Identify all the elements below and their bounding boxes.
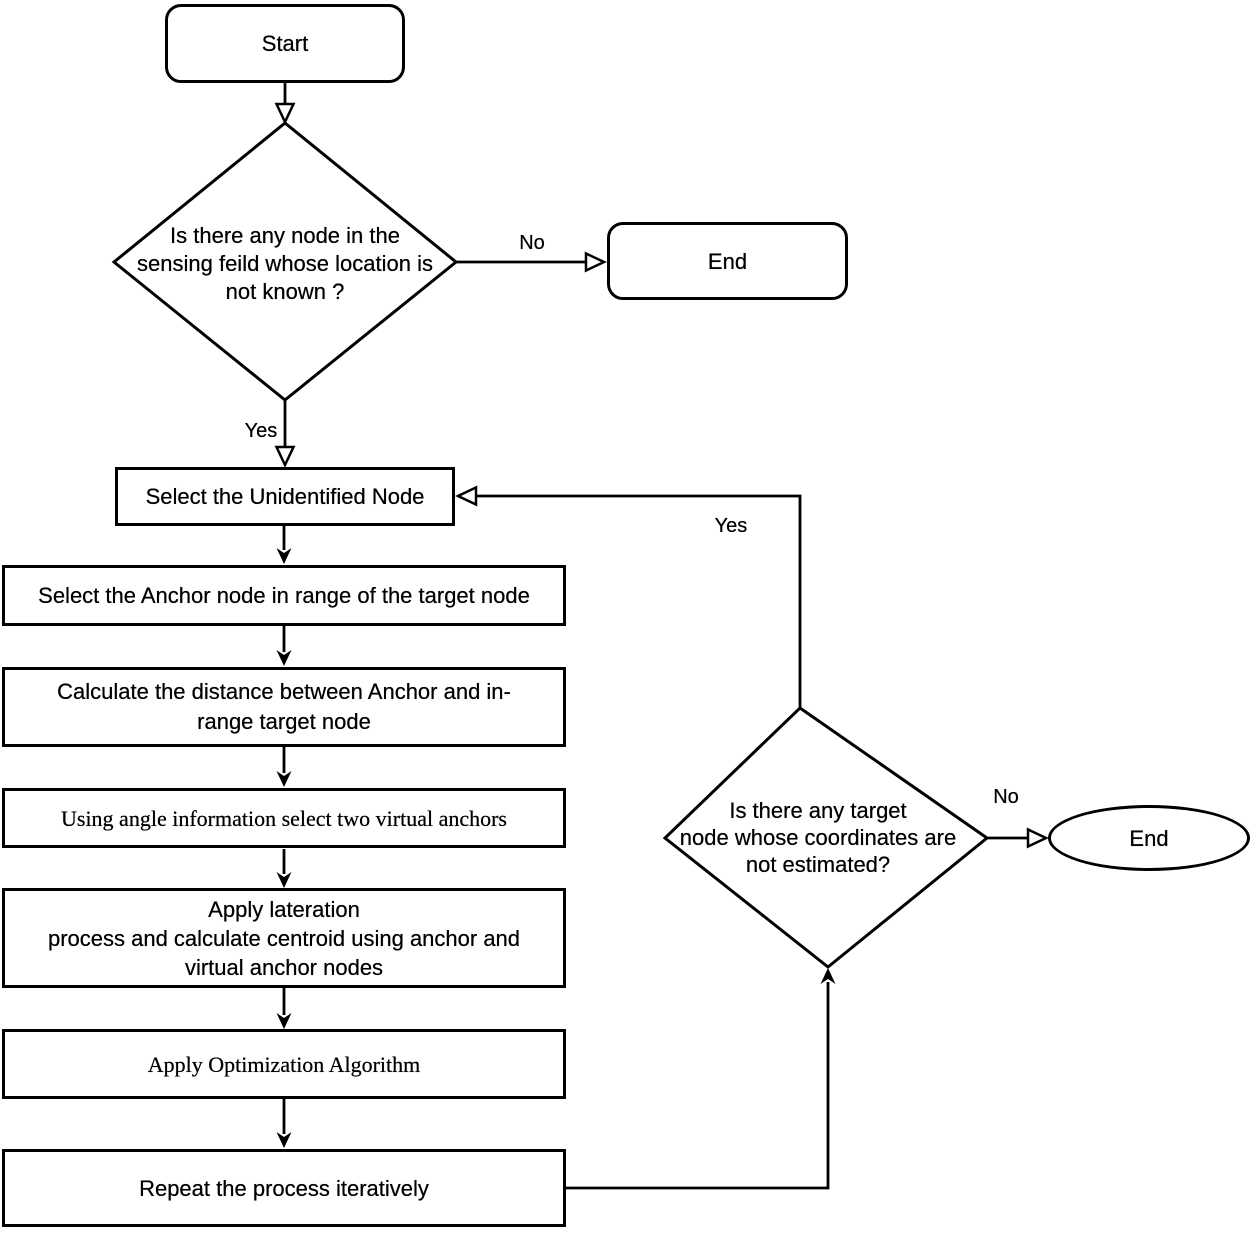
arrowhead-solid-anchor-to-distance [276, 650, 292, 666]
text-line: not known ? [225, 279, 345, 304]
arrowhead-solid-repeat-to-decision2 [820, 968, 836, 984]
text-line: Is there any target [729, 798, 907, 823]
arrowhead-solid-optimization-to-repeat [276, 1132, 292, 1148]
decision-location-text: Is there any node in the sensing feild w… [90, 222, 480, 306]
text-line: Select the Unidentified Node [145, 484, 425, 509]
text-line: node whose coordinates are [679, 825, 957, 850]
process-calc-distance: Calculate the distance between Anchor an… [2, 667, 566, 747]
arrowhead-solid-select-to-anchor [276, 548, 292, 564]
terminator-end-ellipse: End [1048, 805, 1250, 871]
edge-label-yes-loop: Yes [714, 515, 748, 537]
process-lateration: Apply lateration process and calculate c… [2, 888, 566, 988]
text-line: not estimated? [745, 852, 891, 877]
text-line: Apply lateration [208, 896, 360, 922]
edge-repeat-to-decision2 [566, 982, 830, 1190]
text-line: Select the Anchor node in range of the t… [38, 583, 530, 608]
arrowhead-hollow-no-to-ellipse [1026, 827, 1049, 849]
text-line: End [707, 248, 748, 274]
arrowhead-solid-virtual-to-lateration [276, 872, 292, 888]
decision-estimated-diamond [662, 706, 990, 969]
text-line: Start [261, 31, 309, 56]
decision-estimated-text: Is there any target node whose coordinat… [668, 797, 968, 878]
arrowhead-solid-distance-to-virtual [276, 771, 292, 787]
terminator-start: Start [165, 4, 405, 83]
text-line: Calculate the distance between Anchor an… [57, 679, 511, 704]
edge-label-no-location: No [519, 232, 545, 254]
text-line: range target node [197, 709, 371, 734]
arrowhead-hollow-start-to-decision [274, 102, 296, 125]
arrowhead-hollow-loop-to-select [455, 485, 478, 507]
decision-location-diamond [111, 121, 459, 402]
terminator-end: End [607, 222, 848, 300]
process-optimization: Apply Optimization Algorithm [2, 1029, 566, 1099]
text-line: virtual anchor nodes [184, 954, 384, 980]
process-repeat: Repeat the process iteratively [2, 1149, 566, 1227]
edge-loop-yes-to-select [475, 494, 802, 708]
text-line: End [1129, 825, 1169, 851]
text-line: Using angle information select two virtu… [61, 805, 507, 831]
edge-label-yes-location: Yes [244, 420, 278, 442]
text-line: Repeat the process iteratively [139, 1175, 429, 1201]
process-select-unidentified: Select the Unidentified Node [115, 467, 455, 526]
arrowhead-hollow-yes-to-select [274, 445, 296, 468]
text-line: process and calculate centroid using anc… [47, 925, 521, 951]
arrowhead-solid-lateration-to-optimization [276, 1013, 292, 1029]
text-line: Apply Optimization Algorithm [147, 1051, 421, 1077]
edge-label-no-estimated: No [993, 786, 1019, 808]
text-line: sensing feild whose location is [137, 251, 433, 276]
text-line: Is there any node in the [170, 223, 400, 248]
process-select-anchor: Select the Anchor node in range of the t… [2, 565, 566, 626]
process-virtual-anchors: Using angle information select two virtu… [2, 788, 566, 848]
arrowhead-hollow-no-to-end [584, 251, 607, 273]
